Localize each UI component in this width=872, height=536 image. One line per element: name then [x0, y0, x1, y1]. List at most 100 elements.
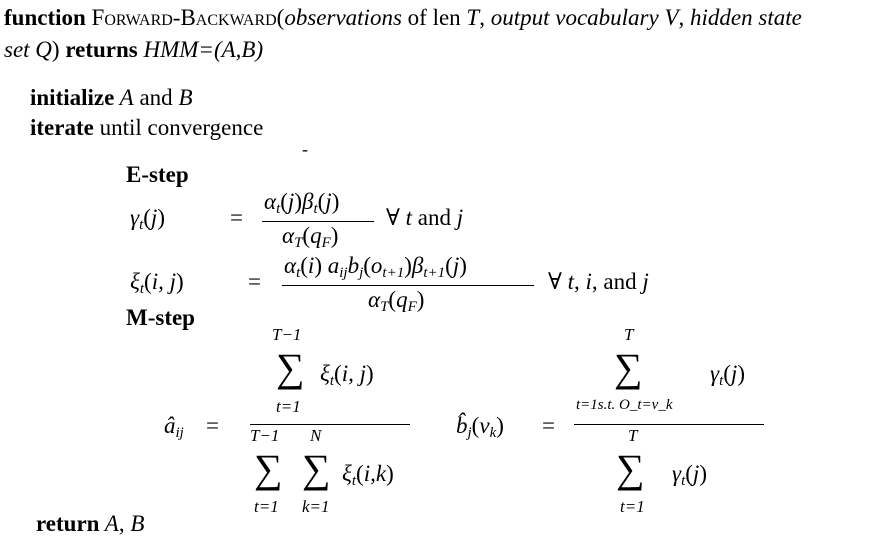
text-fragment: , [574, 269, 586, 294]
text-fragment: ) [404, 253, 412, 278]
text-fragment: ) [157, 205, 165, 230]
text-fragment: ( [302, 223, 311, 248]
summation-icon: ∑ [616, 446, 645, 491]
text-fragment: t [139, 217, 144, 233]
text-fragment: t [139, 281, 145, 297]
text-fragment: t [405, 205, 413, 230]
text-fragment: Forward-Backward( [85, 5, 285, 30]
text-fragment: B [130, 511, 145, 536]
summation-icon: ∑ [302, 446, 331, 491]
fraction-line [250, 424, 410, 425]
gamma-numerator: αt(j)βt(j) [264, 190, 339, 217]
text-fragment: ( [471, 413, 480, 438]
text-fragment: function [4, 5, 86, 30]
text-fragment: t [329, 373, 335, 389]
gamma-denominator: αT(qF) [282, 224, 338, 251]
text-fragment: ξ [130, 269, 140, 294]
text-fragment: ) [331, 189, 340, 214]
text-fragment: of len [401, 5, 467, 30]
sum-lower-limit: t=1s.t. O_t=v_k [576, 397, 673, 413]
text-fragment: ( [280, 189, 288, 214]
sum-upper-limit: T−1 [272, 325, 302, 344]
text-fragment: γ [130, 205, 140, 230]
text-fragment: o [370, 253, 383, 278]
text-fragment: return [36, 511, 100, 536]
text-fragment: γ [672, 461, 682, 486]
text-fragment: B [178, 85, 193, 110]
fraction-line [282, 285, 534, 286]
text-fragment: q [310, 223, 322, 248]
text-fragment: ) [294, 189, 302, 214]
text-fragment: α [284, 253, 297, 278]
text-fragment: k [489, 425, 497, 441]
text-fragment: initialize [30, 85, 115, 110]
text-fragment: ( [445, 253, 453, 278]
text-fragment: ( [317, 189, 326, 214]
xi-condition: ∀ t, i, and j [548, 270, 649, 293]
text-fragment: HMM=(A,B) [137, 37, 264, 62]
text-fragment: set Q [4, 37, 52, 62]
text-fragment: ξ [342, 461, 352, 486]
text-fragment: F [321, 235, 331, 251]
stray-mark: - [302, 139, 308, 159]
text-fragment: t [313, 201, 318, 217]
text-fragment: j [456, 205, 464, 230]
text-fragment: , and [591, 269, 643, 294]
text-fragment: ( [143, 205, 151, 230]
function-signature-line2: set Q) returns HMM=(A,B) [4, 38, 263, 61]
text-fragment: ∀ [386, 205, 406, 230]
b-hat-lhs: b̂j(vk) [456, 414, 504, 441]
text-fragment: α [282, 223, 295, 248]
sum-upper-limit: T [624, 325, 634, 344]
text-fragment: A [114, 85, 134, 110]
text-fragment: T [466, 5, 480, 30]
m-step-label: M-step [126, 305, 195, 330]
text-fragment: t+1 [382, 265, 405, 281]
text-fragment: A [99, 511, 119, 536]
text-fragment: i, j [341, 361, 366, 386]
text-fragment: γ [710, 361, 720, 386]
a-denominator-term: ξt(i,k) [342, 462, 394, 489]
text-fragment: ) [175, 269, 184, 294]
text-fragment: observations [284, 5, 402, 30]
gamma-lhs: γt(j) [130, 206, 165, 233]
text-fragment: j [467, 425, 472, 441]
text-fragment: ) [737, 361, 745, 386]
text-fragment: i [585, 269, 592, 294]
sum-upper-limit: T−1 [250, 426, 280, 445]
xi-lhs: ξt(i, j) [130, 270, 184, 297]
text-fragment: i [307, 253, 315, 278]
text-fragment: t [296, 265, 301, 281]
text-fragment: ( [334, 361, 342, 386]
text-fragment: ( [388, 287, 397, 312]
text-fragment: F [407, 299, 417, 315]
text-fragment: output vocabulary V [490, 5, 679, 30]
text-fragment: , [479, 5, 491, 30]
text-fragment: b [347, 253, 360, 278]
text-fragment: ) [416, 287, 425, 312]
text-fragment: until convergence [93, 115, 264, 140]
text-fragment: ij [175, 425, 184, 441]
text-fragment: j [325, 189, 332, 214]
text-fragment: ( [144, 269, 152, 294]
fraction-line [574, 424, 764, 425]
summation-icon: ∑ [276, 345, 305, 390]
text-fragment: ( [363, 253, 371, 278]
text-fragment: α [368, 287, 381, 312]
summation-icon: ∑ [254, 446, 283, 491]
text-fragment: q [396, 287, 408, 312]
text-fragment: β [411, 253, 424, 278]
iterate-statement: iterate until convergence [30, 116, 263, 139]
sum-upper-limit: N [310, 426, 322, 445]
text-fragment: t [351, 473, 357, 489]
text-fragment: ) [314, 253, 322, 278]
text-fragment: returns [65, 37, 138, 62]
text-fragment: â [164, 413, 176, 438]
text-fragment: α [264, 189, 277, 214]
function-signature-line1: function Forward-Backward(observations o… [4, 6, 802, 29]
text-fragment: v [479, 413, 490, 438]
xi-numerator: αt(i) aijbj(ot+1)βt+1(j) [284, 254, 467, 281]
equals-sign: = [230, 205, 243, 230]
sum-lower-limit: t=1 [276, 397, 301, 416]
a-hat-lhs: âij [164, 414, 184, 441]
